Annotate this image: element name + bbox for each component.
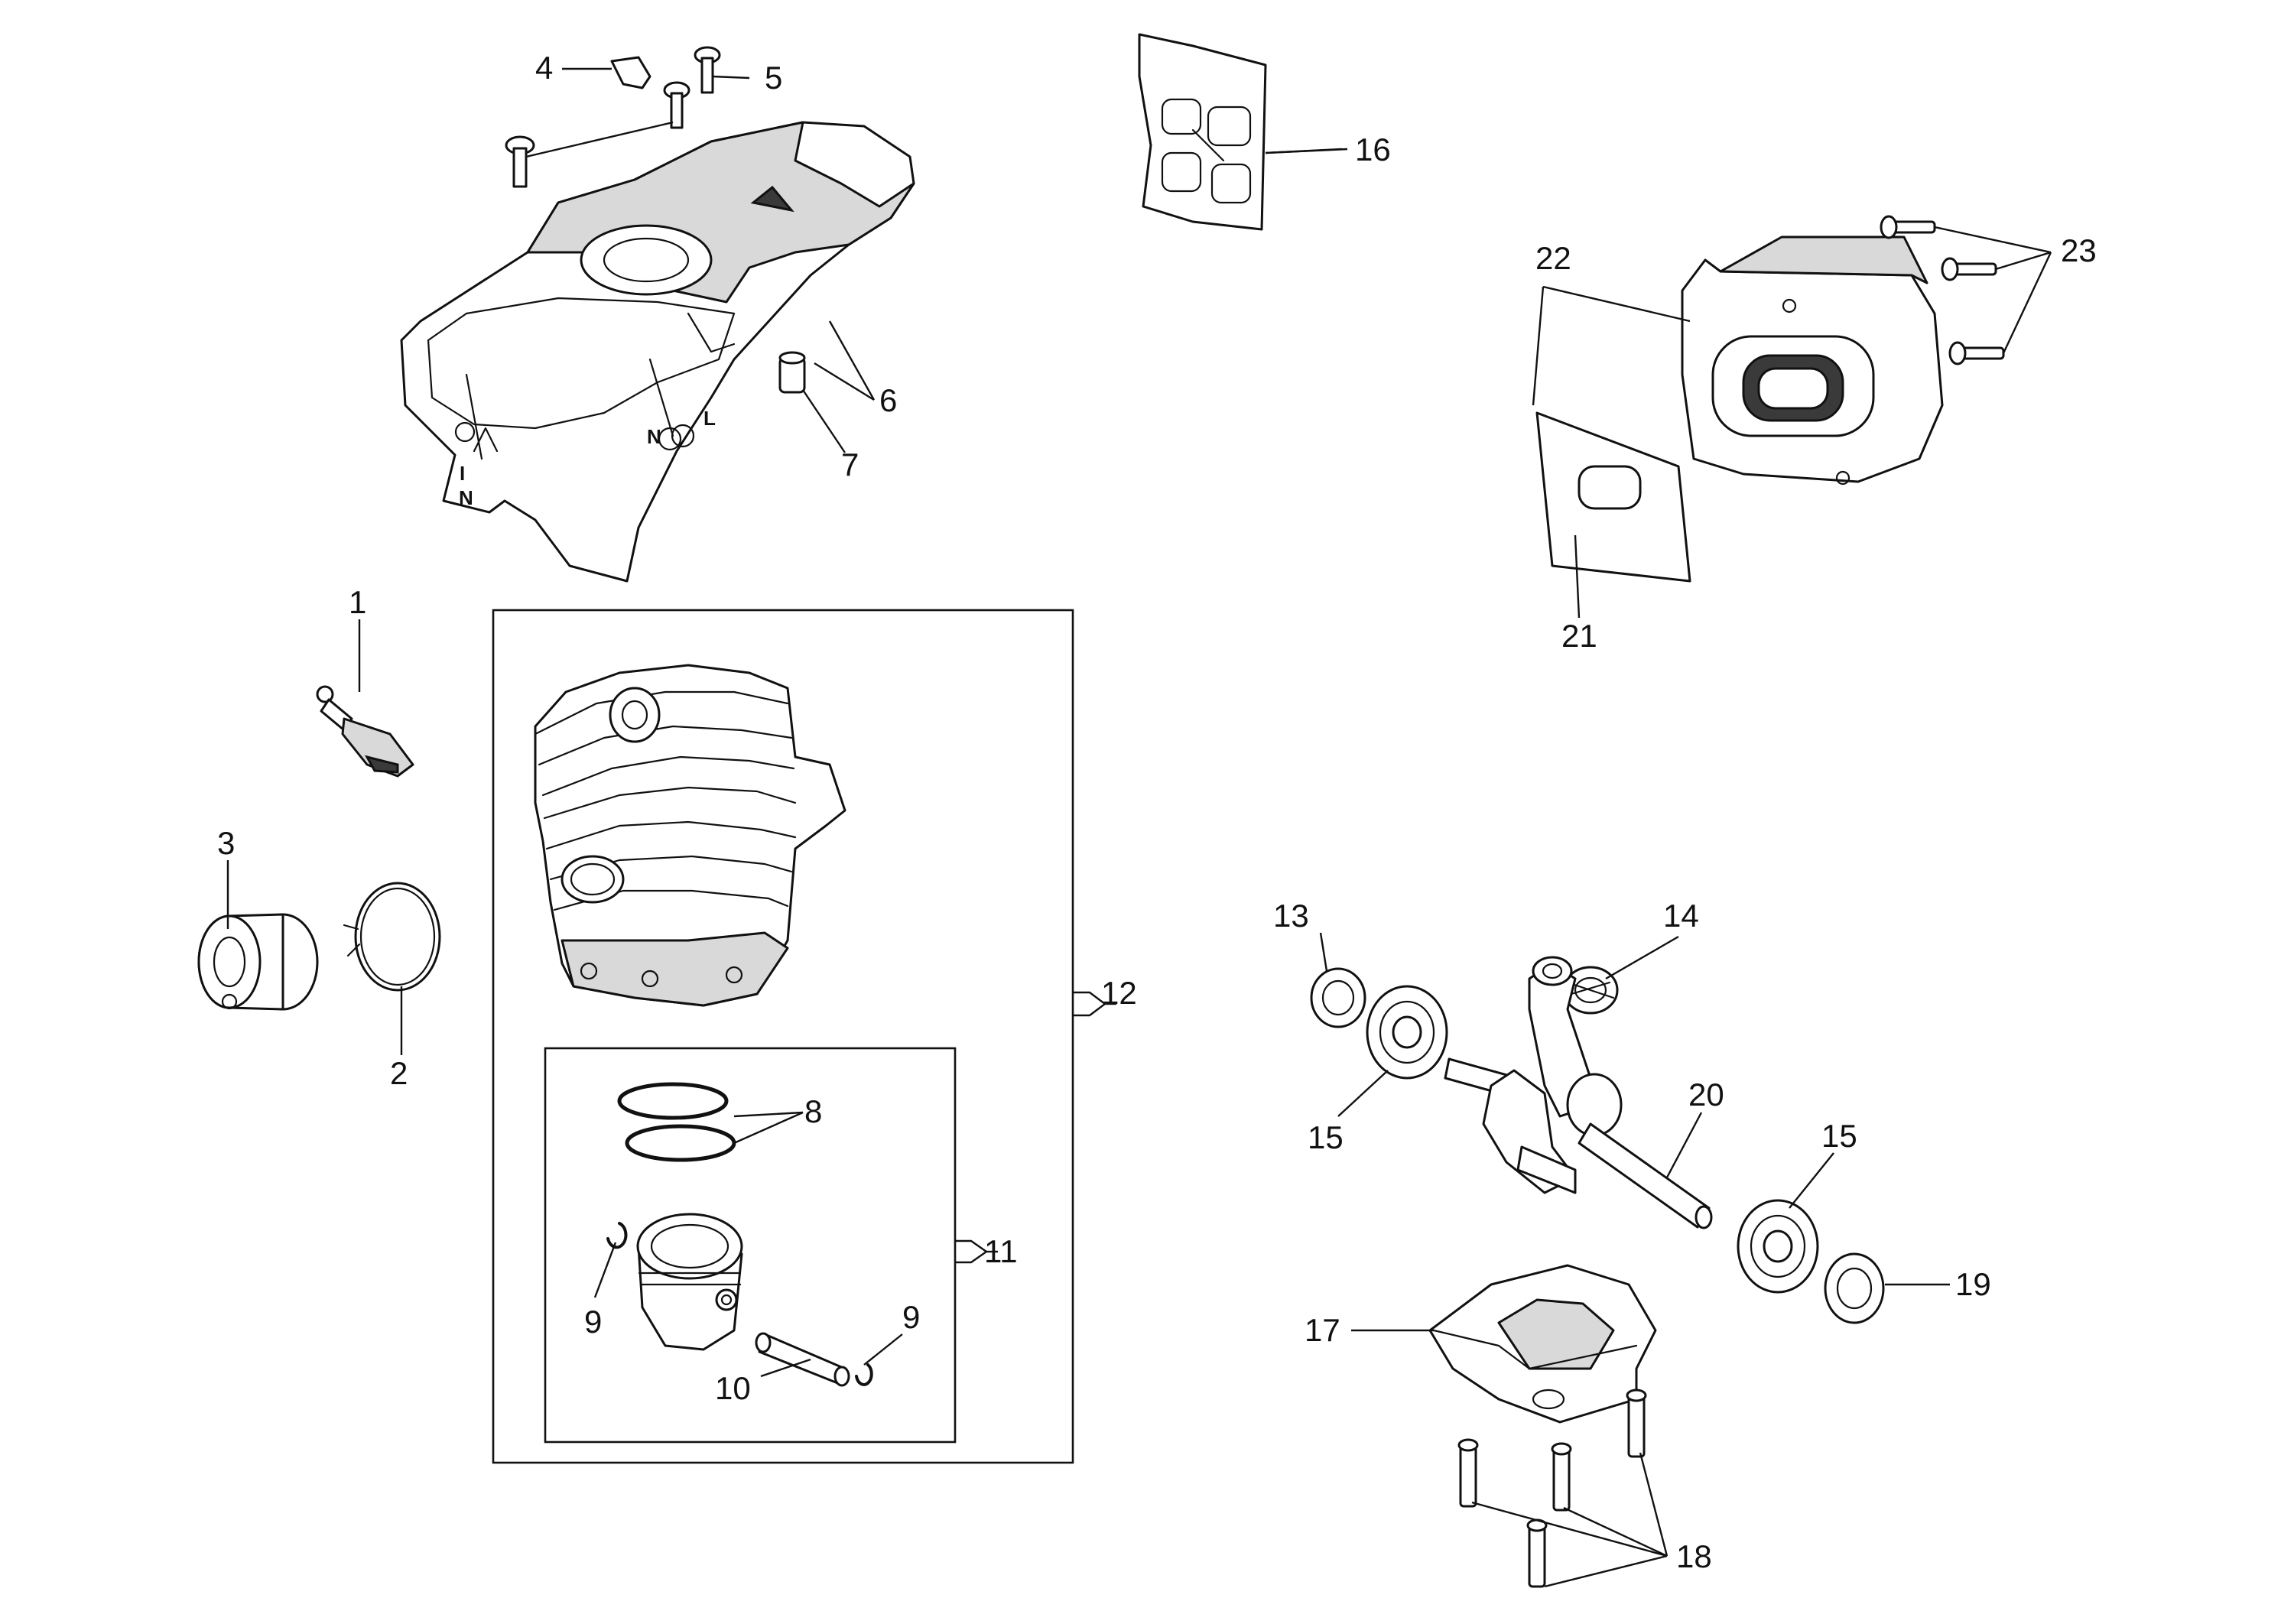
- piston: [636, 1213, 743, 1351]
- crankcase: [1428, 1264, 1657, 1424]
- callout-numbers: 4 5 6 7 16 22 23 21 1 3 2 12 8 11 9 9 10…: [217, 50, 2097, 1574]
- crankcase-screws: [1457, 1389, 1647, 1588]
- callout-8: 8: [804, 1093, 822, 1129]
- callout-16: 16: [1355, 132, 1391, 167]
- callout-10: 10: [715, 1370, 751, 1406]
- callout-12: 12: [1101, 975, 1137, 1011]
- cylinder-kit-box: [492, 609, 1074, 1464]
- choke-marking-l: L: [703, 407, 716, 430]
- callout-23: 23: [2061, 232, 2097, 268]
- callout-22: 22: [1535, 240, 1571, 276]
- muffler-gasket: [1535, 411, 1691, 583]
- crankshaft: [1444, 956, 1713, 1229]
- seal-left: [1310, 967, 1366, 1028]
- switch-marking-i: I: [460, 462, 465, 485]
- callout-14: 14: [1663, 898, 1699, 934]
- circlips: [606, 1222, 873, 1386]
- callout-13: 13: [1273, 898, 1309, 934]
- cover-screws: [505, 46, 806, 394]
- callout-7: 7: [841, 447, 859, 482]
- callout-2: 2: [390, 1055, 408, 1091]
- piston-pin: [755, 1332, 850, 1387]
- piston-kit-box: [544, 1047, 957, 1444]
- hose-clamp: [343, 882, 441, 992]
- callout-9-right: 9: [902, 1299, 920, 1335]
- callout-15-left: 15: [1308, 1119, 1344, 1155]
- callout-11: 11: [984, 1233, 1018, 1269]
- callout-15-right: 15: [1821, 1118, 1857, 1154]
- cylinder: [534, 664, 846, 1007]
- top-cover: N L I N: [400, 121, 915, 583]
- piston-rings: [617, 1082, 736, 1162]
- callout-18: 18: [1676, 1538, 1712, 1574]
- seal-right: [1824, 1252, 1885, 1324]
- callout-17: 17: [1305, 1312, 1340, 1348]
- intake-boot: [197, 913, 319, 1011]
- callout-6: 6: [879, 382, 897, 418]
- gasket-sheet: [1138, 33, 1267, 231]
- muffler: [1681, 235, 1944, 486]
- choke-marking-n: N: [647, 425, 661, 448]
- callout-20: 20: [1688, 1077, 1724, 1112]
- callout-1: 1: [349, 584, 366, 620]
- callout-19: 19: [1955, 1266, 1991, 1302]
- bearing-right: [1737, 1199, 1819, 1294]
- callout-21: 21: [1561, 618, 1597, 654]
- callout-4: 4: [535, 50, 553, 86]
- callout-9-left: 9: [584, 1304, 602, 1340]
- bearing-left: [1366, 985, 1448, 1080]
- leader-lines: [226, 67, 2052, 1588]
- switch-marking-n: N: [459, 486, 473, 509]
- callout-3: 3: [217, 825, 235, 861]
- callout-5: 5: [765, 60, 782, 96]
- spark-plug: [316, 685, 414, 778]
